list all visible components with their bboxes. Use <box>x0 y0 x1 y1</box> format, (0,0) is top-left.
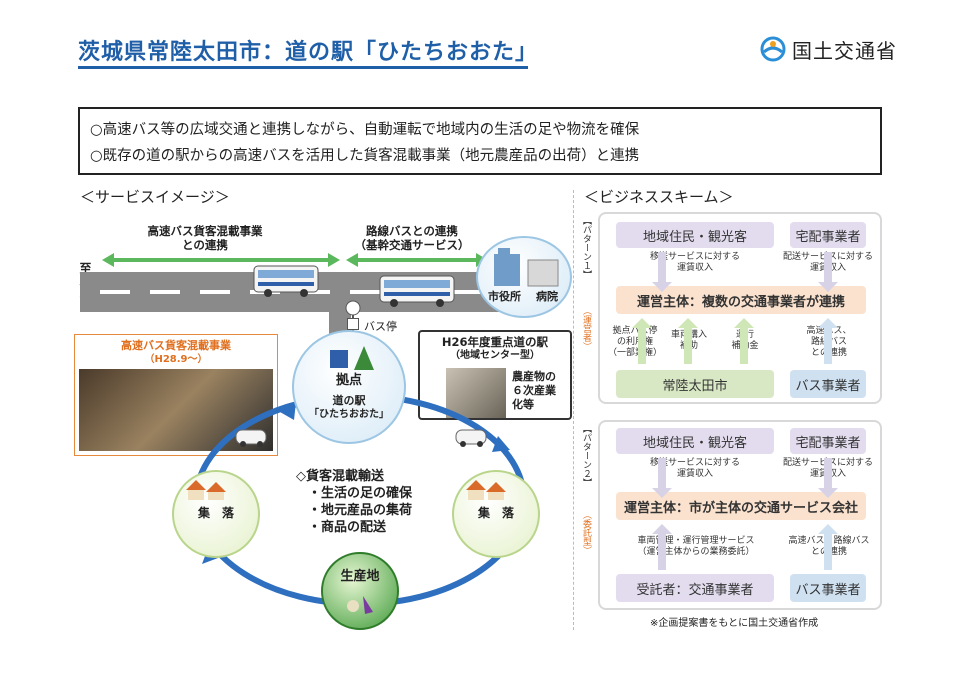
hospital-label: 病院 <box>536 290 558 303</box>
p2-operator: 運営主体：市が主体の交通サービス会社 <box>616 492 866 520</box>
bus-stop-sign <box>347 318 359 330</box>
mlit-logo-icon <box>760 36 786 62</box>
houses-icon <box>186 480 226 500</box>
connection-arrows <box>102 253 488 267</box>
hub-name-2: 「ひたちおおた」 <box>309 409 389 420</box>
vegetables-icon <box>347 596 373 614</box>
pattern2-type: （委託型） <box>581 510 591 555</box>
city-circle: 市役所 病院 <box>476 236 572 318</box>
p1-city: 常陸太田市 <box>616 370 774 398</box>
production-circle: 生産地 <box>321 552 399 630</box>
village-left: 集 落 <box>172 470 260 558</box>
p2-res-flow: 移送サービスに対する 運賃収入 <box>649 458 740 479</box>
arrow1-label: 高速バス貨客混載事業 との連携 <box>147 224 263 252</box>
highway-bus-icon <box>253 265 319 297</box>
mixed-transport-box: ◇貨客混載輸送 ・生活の足の確保 ・地元産品の集荷 ・商品の配送 <box>296 468 412 536</box>
section-divider <box>573 190 574 630</box>
p1-delivery: 宅配事業者 <box>790 222 866 248</box>
service-heading: ＜サービスイメージ＞ <box>80 188 230 206</box>
photo-caption-date: （H28.9～） <box>144 354 208 365</box>
station-building-icon <box>330 346 374 370</box>
autonomous-car-icon-right <box>455 429 487 447</box>
mixed-item: ・地元産品の集荷 <box>308 503 413 518</box>
hub-circle: 拠点 道の駅 「ひたちおおた」 <box>292 330 406 444</box>
p2-flow1: 車両管理・運行管理サービス （運営主体からの業務委託） <box>637 536 755 557</box>
route-bus-icon <box>379 275 455 307</box>
production-label: 生産地 <box>340 569 380 584</box>
mixed-item: ・生活の足の確保 <box>308 486 413 501</box>
p2-bus: バス事業者 <box>790 574 866 602</box>
autonomous-car-icon-left <box>235 429 267 447</box>
station-card: H26年度重点道の駅 （地域センター型） 農産物の ６次産業 化等 <box>418 330 572 420</box>
mixed-item: ・商品の配送 <box>308 520 387 535</box>
business-heading: ＜ビジネススキーム＞ <box>584 188 734 206</box>
station-title: H26年度重点道の駅 <box>441 335 549 349</box>
city-hall-label: 市役所 <box>488 290 521 303</box>
pattern1-type: （運営者） <box>581 306 591 351</box>
summary-box: ○高速バス等の広域交通と連携しながら、自動運転で地域内の生活の足や物流を確保 ○… <box>78 107 882 175</box>
summary-line-2: ○既存の道の駅からの高速バスを活用した貨客混載事業（地元農産品の出荷）と連携 <box>90 148 640 164</box>
village-left-label: 集 落 <box>197 506 234 520</box>
houses-icon <box>466 480 506 500</box>
bus-stop-label: バス停 <box>364 320 397 333</box>
station-sub: （地域センター型） <box>450 350 540 361</box>
station-photo <box>446 368 506 418</box>
p2-contractor: 受託者：交通事業者 <box>616 574 774 602</box>
pattern2-tag: 【パターン２】 <box>581 424 591 487</box>
mixed-title: ◇貨客混載輸送 <box>296 469 384 484</box>
p1-bus: バス事業者 <box>790 370 866 398</box>
village-right-label: 集 落 <box>477 506 514 520</box>
photo-caption-title: 高速バス貨客混載事業 <box>121 339 231 352</box>
source-note: ※企画提案書をもとに国土交通省作成 <box>650 618 819 629</box>
arrow2-label: 路線バスとの連携 （基幹交通サービス） <box>354 224 470 252</box>
p1-resident: 地域住民・観光客 <box>616 222 774 248</box>
station-text: 農産物の ６次産業 化等 <box>512 370 556 411</box>
scheme-arrows <box>632 252 838 570</box>
hub-name-1: 道の駅 <box>332 394 366 407</box>
p2-delivery: 宅配事業者 <box>790 428 866 454</box>
summary-line-1: ○高速バス等の広域交通と連携しながら、自動運転で地域内の生活の足や物流を確保 <box>90 122 640 138</box>
p2-resident: 地域住民・観光客 <box>616 428 774 454</box>
p1-res-flow: 移送サービスに対する 運賃収入 <box>649 252 740 273</box>
ministry-logo: 国土交通省 <box>760 36 897 63</box>
village-right: 集 落 <box>452 470 540 558</box>
hub-top: 拠点 <box>335 373 362 388</box>
page-title: 茨城県常陸太田市：道の駅「ひたちおおた」 <box>78 40 539 65</box>
ministry-name: 国土交通省 <box>792 38 897 63</box>
p1-flow1: 拠点バス停 の利用権 （一部業権） <box>608 326 663 358</box>
p1-operator: 運営主体：複数の交通事業者が連携 <box>616 286 866 314</box>
title-underline <box>78 66 528 69</box>
buildings-icon <box>494 248 559 287</box>
pattern1-tag: 【パターン１】 <box>581 216 591 279</box>
